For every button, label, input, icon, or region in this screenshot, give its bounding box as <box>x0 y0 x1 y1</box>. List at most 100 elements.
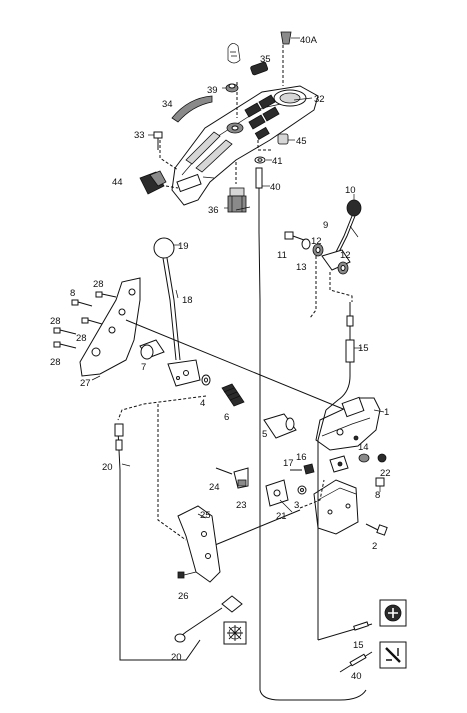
cap-40a <box>280 31 300 45</box>
bushing-12b <box>337 261 349 275</box>
label-2: 2 <box>372 541 377 552</box>
link-plate <box>329 455 349 473</box>
label-26: 26 <box>178 591 189 602</box>
label-9: 9 <box>323 220 328 231</box>
switch-36 <box>224 187 247 213</box>
cable-20-main <box>117 429 201 661</box>
label-35: 35 <box>260 54 271 65</box>
label-12-a: 12 <box>311 236 322 247</box>
label-11: 11 <box>277 250 287 261</box>
trim-34 <box>171 95 213 123</box>
label-6: 6 <box>224 412 229 423</box>
adjust-symbol-icon <box>223 621 247 645</box>
label-40-upper: 40 <box>270 182 281 193</box>
label-18: 18 <box>182 295 193 306</box>
bracket-25 <box>177 505 221 583</box>
label-44: 44 <box>112 177 123 188</box>
cable-15-end-lower <box>317 621 373 641</box>
bracket-27 <box>79 277 141 377</box>
washer-41 <box>254 156 272 164</box>
bolt-26 <box>177 571 197 579</box>
label-20-lower: 20 <box>171 652 182 663</box>
cable-20-end-upper <box>114 423 124 451</box>
label-14: 14 <box>358 442 369 453</box>
label-24: 24 <box>209 482 220 493</box>
grease-symbol-icon <box>379 599 407 627</box>
label-39: 39 <box>207 85 218 96</box>
center-console <box>171 85 319 206</box>
washer-3 <box>297 485 307 495</box>
plug-45 <box>277 133 295 145</box>
bolt-8b <box>375 477 385 492</box>
nut-39 <box>222 83 239 93</box>
clip-16-17 <box>290 463 315 475</box>
label-4: 4 <box>200 398 205 409</box>
label-20-upper: 20 <box>102 462 113 473</box>
label-8-b: 8 <box>375 490 380 501</box>
label-28-d: 28 <box>50 357 61 368</box>
label-5: 5 <box>262 429 267 440</box>
cable-20-end-lower <box>174 595 243 643</box>
label-32: 32 <box>314 94 325 105</box>
cable-15-upper <box>325 302 362 411</box>
screw-33 <box>148 131 163 150</box>
bolts-28-8 <box>53 291 117 349</box>
main-shaft-line <box>125 319 371 421</box>
spring-6 <box>221 383 245 407</box>
lever-dashed-guide-b <box>309 256 317 319</box>
label-7: 7 <box>141 362 146 373</box>
bushing-12a <box>312 243 324 257</box>
leader-lines <box>91 97 385 519</box>
sleeve-5 <box>263 413 297 439</box>
label-1: 1 <box>384 407 389 418</box>
label-10: 10 <box>345 185 356 196</box>
label-13: 13 <box>296 262 307 273</box>
label-3: 3 <box>294 500 299 511</box>
bolt-11 <box>284 231 305 241</box>
lever-base-plate <box>167 359 201 387</box>
selector-housing <box>313 479 359 535</box>
washer-13 <box>301 238 311 250</box>
label-28-b: 28 <box>50 316 61 327</box>
label-19: 19 <box>178 241 189 252</box>
label-16: 16 <box>296 452 307 463</box>
label-28-a: 28 <box>93 279 104 290</box>
bracket-23-24 <box>215 467 249 489</box>
cable-40-end-lower <box>339 651 373 673</box>
lever-9-10 <box>335 194 362 253</box>
nut-14 <box>358 453 370 463</box>
label-34: 34 <box>162 99 173 110</box>
shift-lever-18-19 <box>153 237 181 361</box>
label-28-c: 28 <box>76 333 87 344</box>
cable-guide-b <box>157 404 187 541</box>
label-15-lower: 15 <box>353 640 364 651</box>
label-22: 22 <box>380 468 391 479</box>
bracket-21 <box>265 479 289 507</box>
label-41: 41 <box>272 156 283 167</box>
label-40-lower: 40 <box>351 671 362 682</box>
label-15-upper: 15 <box>358 343 369 354</box>
label-36: 36 <box>208 205 219 216</box>
cable-40-long <box>258 231 367 701</box>
cable-symbol-icon <box>379 641 407 669</box>
label-45: 45 <box>296 136 307 147</box>
bolt-2 <box>365 523 388 536</box>
label-27: 27 <box>80 378 91 389</box>
bushing-7 <box>139 339 165 360</box>
washer-4 <box>201 374 211 386</box>
label-17: 17 <box>283 458 294 469</box>
label-12-b: 12 <box>340 250 351 261</box>
clip-35 <box>250 61 269 76</box>
switch-44 <box>139 170 167 195</box>
cable-guide-c <box>299 479 325 509</box>
cable-route-dashed <box>117 395 207 421</box>
label-21: 21 <box>276 511 287 522</box>
gear-selector-unit-1 <box>315 396 381 451</box>
cable-15-long <box>317 409 327 640</box>
lever-dashed-guide <box>329 272 353 302</box>
label-40a: 40A <box>300 35 318 46</box>
shift-pattern-knob <box>227 43 241 64</box>
label-25: 25 <box>200 510 211 521</box>
cable-40-upper <box>255 167 270 232</box>
